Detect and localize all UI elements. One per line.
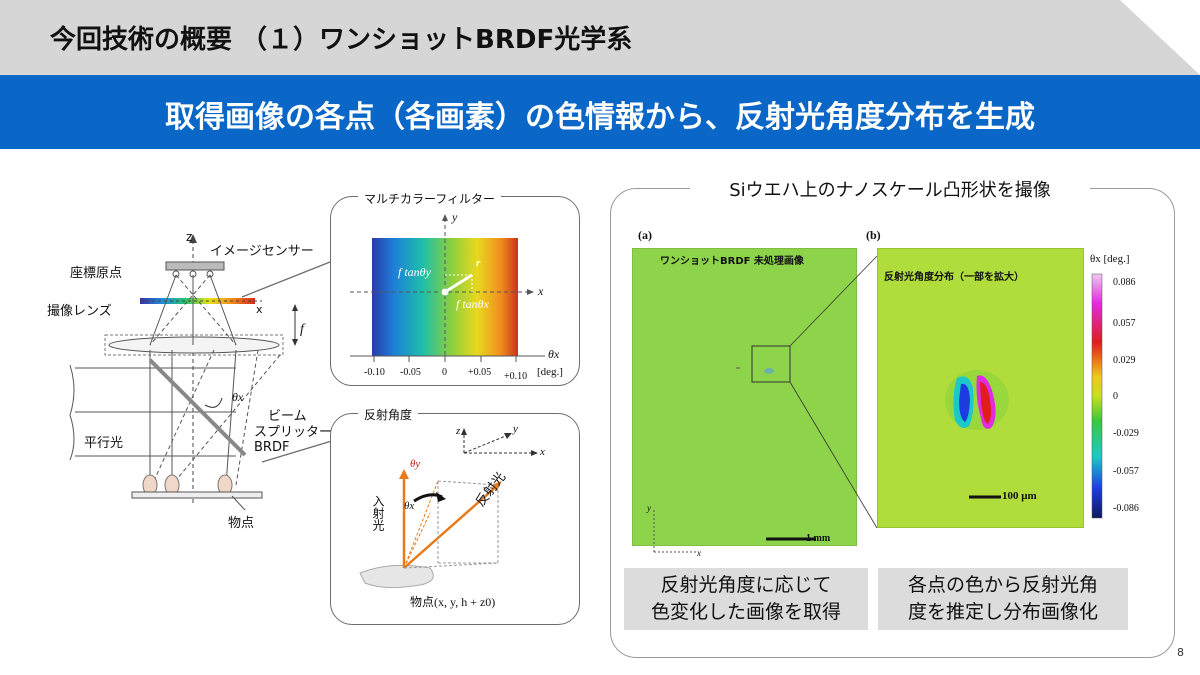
caption-left-line: 色変化した画像を取得: [650, 601, 841, 623]
raw-image-scale: 1 mm: [806, 533, 831, 544]
colorbar-tick: 0: [1113, 391, 1118, 402]
raw-image-title: ワンショットBRDF 未処理画像: [660, 256, 804, 267]
focal-label: f: [300, 322, 304, 337]
colorbar-tick: -0.029: [1113, 428, 1139, 439]
colorbar-tick: 0.057: [1113, 318, 1136, 329]
filter-y-axis: y: [452, 210, 458, 224]
banner: 取得画像の各点（各画素）の色情報から、反射光角度分布を生成: [0, 75, 1200, 149]
zoom-lines: [789, 255, 878, 529]
image-sensor-label: イメージセンサー: [210, 244, 314, 259]
angle-z-axis: z: [456, 425, 461, 437]
panel-a-tag: (a): [638, 228, 652, 242]
panel-b-tag: (b): [866, 228, 881, 242]
object-point-label: 物点: [228, 516, 255, 531]
caption-right-line: 度を推定し分布画像化: [907, 601, 1098, 623]
filter-tick: -0.05: [400, 367, 421, 378]
header-bar: [0, 0, 1200, 75]
raw-image-y-axis: y: [647, 503, 651, 513]
filter-tick: 0: [442, 367, 447, 378]
angle-map-scale: 100 μm: [1002, 490, 1037, 502]
filter-tick: +0.10: [504, 371, 528, 382]
angle-theta-y: θy: [410, 458, 421, 470]
filter-tick: -0.10: [364, 367, 385, 378]
filter-graphic: [350, 214, 545, 364]
page-number: 8: [1177, 646, 1184, 659]
filter-theta-axis: θx: [548, 347, 560, 361]
filter-ftan-x: f tanθx: [456, 297, 489, 311]
banner-text: 取得画像の各点（各画素）の色情報から、反射光角度分布を生成: [165, 100, 1035, 135]
filter-x-axis: x: [538, 284, 544, 298]
angle-theta-x: θx: [404, 500, 415, 512]
angle-object-point: 物点(x, y, h + z0): [410, 595, 496, 609]
angle-callout: [330, 413, 580, 625]
angle-graphic: [359, 428, 538, 589]
angle-map-overlay: [945, 370, 1009, 499]
x-axis-label: x: [256, 303, 263, 316]
filter-tick: +0.05: [468, 367, 492, 378]
colorbar-tick: -0.057: [1113, 466, 1139, 477]
raw-image-overlay: [653, 345, 816, 553]
caption-right: 各点の色から反射光角 度を推定し分布画像化: [878, 568, 1128, 630]
header-notch: [1120, 0, 1200, 75]
colorbar-tick: -0.086: [1113, 503, 1139, 514]
filter-ftan-y: f tanθy: [398, 265, 431, 279]
angle-x-axis: x: [540, 446, 545, 458]
colorbar: [1091, 273, 1103, 519]
incident-light-label: 入射光: [371, 495, 385, 531]
result-panel-title: Siウエハ上のナノスケール凸形状を撮像: [690, 176, 1090, 202]
beam-splitter-label-2: スプリッター: [254, 425, 333, 440]
origin-label: 座標原点: [70, 266, 123, 281]
filter-callout-title: マルチカラーフィルター: [358, 190, 502, 207]
caption-left-line: 反射光角度に応じて: [660, 574, 832, 596]
lens-label: 撮像レンズ: [47, 304, 112, 319]
angle-y-axis: y: [513, 423, 518, 435]
beam-splitter-label-1: ビーム: [268, 409, 307, 424]
raw-image-x-axis: x: [697, 548, 701, 558]
parallel-light-label: 平行光: [84, 436, 124, 451]
z-axis-label: z: [186, 230, 193, 244]
angle-callout-title: 反射角度: [358, 406, 419, 423]
angle-map-title: 反射光角度分布（一部を拡大）: [884, 272, 1024, 283]
slide-title: 今回技術の概要 （１）ワンショットBRDF光学系: [50, 25, 633, 55]
filter-r-label: r: [476, 257, 481, 269]
filter-unit: [deg.]: [537, 366, 563, 378]
colorbar-tick: 0.086: [1113, 277, 1136, 288]
caption-right-line: 各点の色から反射光角: [907, 574, 1098, 596]
raw-image: [632, 248, 857, 546]
colorbar-label: θx [deg.]: [1090, 253, 1130, 265]
colorbar-tick: 0.029: [1113, 355, 1136, 366]
theta-x-label: θx: [232, 390, 244, 404]
caption-left: 反射光角度に応じて 色変化した画像を取得: [624, 568, 868, 630]
brdf-label: BRDF: [254, 440, 290, 455]
